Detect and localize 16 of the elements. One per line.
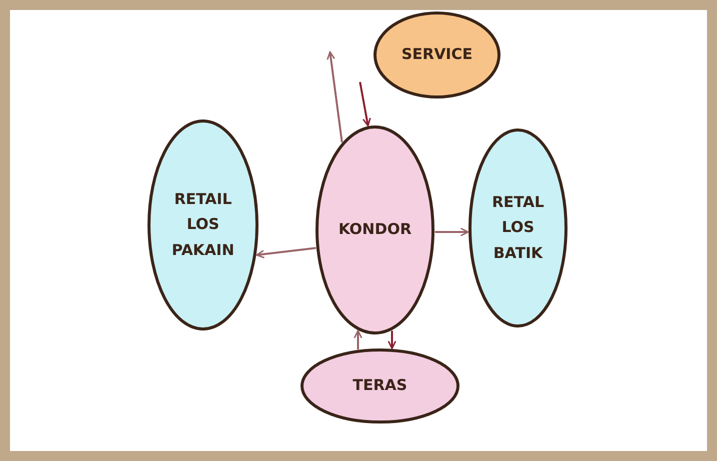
arrow <box>256 247 316 258</box>
node-label: KONDOR <box>337 219 412 240</box>
ellipse-node <box>147 119 259 331</box>
ellipse-node <box>468 128 568 328</box>
node-label: RETAIL LOS PAKAIN <box>170 188 236 261</box>
ellipse-node <box>315 125 435 335</box>
arrow <box>326 51 343 142</box>
arrow <box>388 330 396 350</box>
ellipse-node <box>373 11 501 99</box>
arrow <box>354 330 362 350</box>
ellipse-node <box>300 348 460 424</box>
node-label: RETAL LOS BATIK <box>490 192 546 264</box>
node-label: SERVICE <box>400 44 474 66</box>
arrow <box>359 82 371 126</box>
node-label: TERAS <box>352 375 408 396</box>
arrow <box>435 228 469 236</box>
